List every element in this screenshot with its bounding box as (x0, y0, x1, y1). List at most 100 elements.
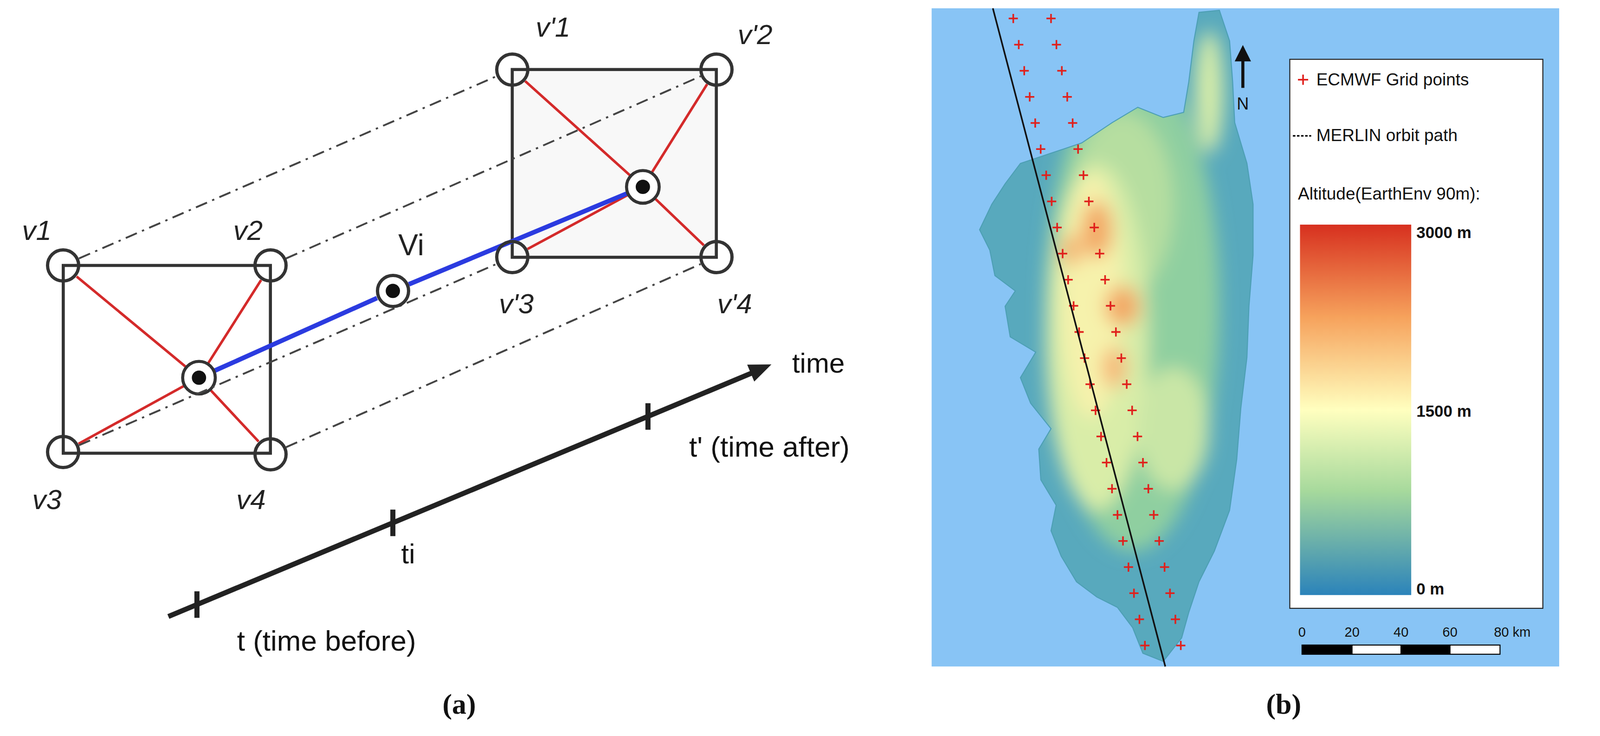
axis-label: N (1236, 94, 1249, 114)
grid-point (1073, 144, 1083, 154)
weight-line (78, 386, 184, 445)
interpolated-dot (635, 179, 651, 194)
altitude-colorbar (1300, 224, 1412, 595)
grid-point (1160, 562, 1170, 572)
grid-point (1052, 222, 1062, 233)
map-legend-label: 60 (1442, 625, 1458, 640)
grid-point (1138, 458, 1148, 468)
projection-line (78, 76, 497, 259)
weight-line (76, 276, 186, 367)
grid-point (1100, 275, 1110, 285)
grid-point (1176, 640, 1186, 651)
grid-point (1140, 640, 1150, 651)
vertex-circle: v'2 (699, 52, 734, 87)
weight-line (651, 83, 708, 173)
grid-point (1062, 92, 1072, 102)
vertex-label: v'1 (535, 12, 571, 43)
time-tick (390, 509, 396, 536)
grid-point (1041, 170, 1052, 181)
grid-point (1102, 458, 1112, 468)
grid-point (1084, 196, 1094, 207)
grid-point (1118, 536, 1128, 546)
grid-point (1019, 66, 1029, 76)
interpolated-point (182, 361, 216, 394)
orbit-path (993, 8, 1166, 667)
interpolated-dot (191, 370, 207, 385)
vertex-label: Vi (398, 228, 425, 262)
grid-point (1112, 510, 1123, 520)
relief-zone (1194, 30, 1224, 154)
weight-line (210, 390, 259, 442)
orbit-sample (1292, 135, 1312, 137)
relief-zone (1081, 200, 1113, 259)
vertex-label: v'4 (717, 288, 753, 320)
axis-arrowhead (747, 364, 772, 382)
projection-line (286, 76, 701, 259)
panel-label: (a) (442, 688, 476, 720)
map-legend-label: 3000 m (1416, 223, 1472, 242)
grid-points (1008, 13, 1186, 651)
vertex-label: v'2 (737, 19, 773, 51)
grid-point (1297, 74, 1309, 85)
axis-label: t (time before) (237, 625, 417, 657)
grid-point (1154, 536, 1164, 546)
legend-entry: MERLIN orbit path (1316, 126, 1458, 146)
vertex-label: v'3 (498, 288, 534, 320)
relief-zone (1137, 367, 1210, 491)
map-legend-label: 20 (1344, 625, 1360, 640)
weight-line (525, 81, 631, 176)
map-legend-label: 0 (1298, 625, 1306, 640)
grid-point (1105, 301, 1116, 311)
map-legend-label: 0 m (1416, 580, 1445, 599)
grid-point (1132, 432, 1142, 442)
grid-point (1089, 222, 1099, 233)
vertex-circle: v1 (45, 248, 81, 283)
relief-zone (1104, 285, 1140, 327)
panel-label: (b) (1265, 688, 1302, 720)
scale-bar-segment (1352, 645, 1402, 655)
grid-point (1046, 13, 1056, 24)
weight-line (655, 199, 704, 246)
grid-point (1170, 614, 1181, 625)
relief-zone (1102, 347, 1127, 388)
grid-point (1025, 92, 1035, 102)
relief-zone (1045, 163, 1149, 511)
grid-point (1051, 39, 1062, 50)
grid-point (1127, 405, 1137, 415)
vertex-circle: Vi (375, 273, 411, 309)
time-tick (194, 591, 200, 618)
legend-entry: ECMWF Grid points (1316, 70, 1470, 90)
scale-bar-segment (1450, 645, 1501, 655)
grid-point (1107, 483, 1117, 494)
time-interpolation-line (408, 193, 627, 285)
weight-line (208, 280, 262, 364)
grid-point (1111, 327, 1121, 337)
target-dot (385, 283, 400, 299)
legend-box (1290, 59, 1543, 609)
map-legend-label: 80 km (1493, 625, 1531, 640)
grid-point (1116, 353, 1127, 363)
grid-point (1148, 510, 1159, 520)
time-tick (645, 403, 651, 430)
vertex-circle: v'4 (699, 239, 734, 275)
grid-point (1165, 588, 1175, 598)
island (979, 10, 1253, 662)
time-interpolation-line (214, 297, 378, 371)
panel-b (931, 8, 1560, 667)
axis-label: ti (401, 538, 416, 570)
axis-label: t' (time after) (689, 431, 850, 463)
axis-label: time (792, 348, 845, 379)
vertex-circle: v3 (45, 434, 81, 470)
interpolated-point (626, 170, 659, 203)
grid-point (1143, 483, 1154, 494)
vertex-circle: v4 (253, 437, 288, 472)
grid-point (1057, 66, 1067, 76)
grid-point (1058, 249, 1068, 259)
weight-line (527, 194, 628, 249)
grid-point (1030, 118, 1040, 128)
vertex-label: v4 (236, 484, 266, 516)
sea (931, 8, 1560, 667)
projection-line (78, 264, 497, 446)
coastline (979, 10, 1253, 662)
